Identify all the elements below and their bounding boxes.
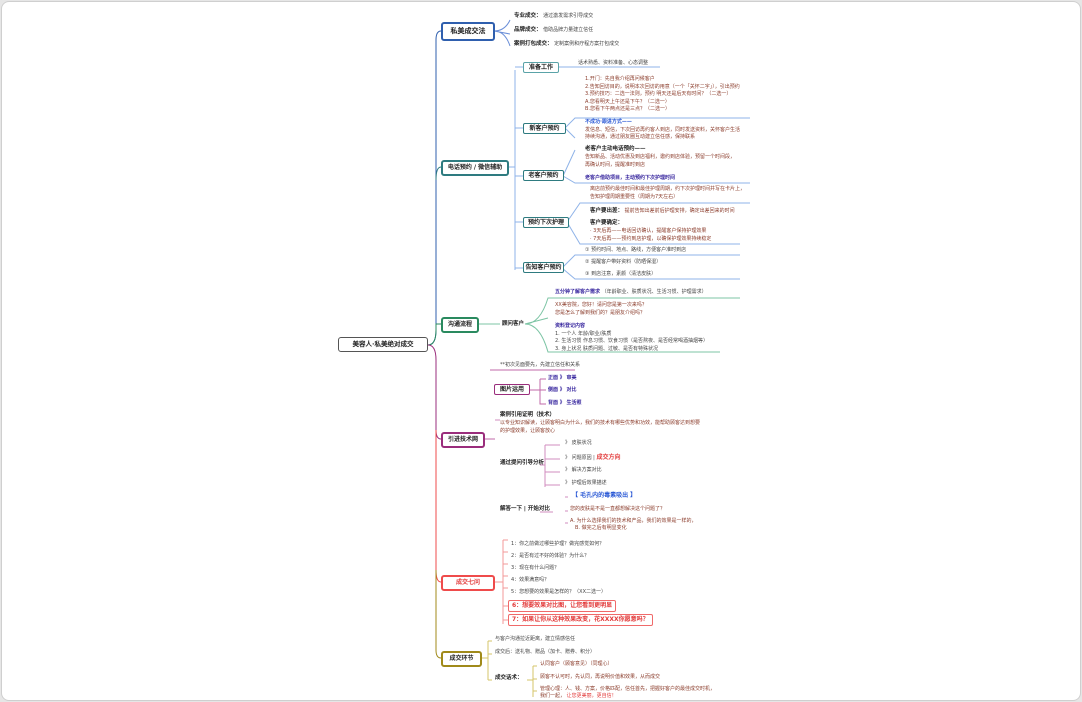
key: 五分钟了解客户需求 <box>555 289 601 295</box>
note-line: ① 预约时间、地点、路线，方便客户准时到店 <box>585 247 687 253</box>
value: （年龄职业、肤质状况、生活习惯、护理需求） <box>601 289 707 295</box>
item-value: 通过激发需求引导成交 <box>543 13 594 19</box>
value: 对比 <box>566 387 577 393</box>
node-new-customer[interactable]: 新客户预约 <box>523 123 566 134</box>
branch-communication[interactable]: 沟通流程 <box>441 317 479 333</box>
note-line: 与客户沟通拉近距离，建立情感信任 <box>495 636 576 642</box>
note-line: 发信息、短信，下次回访再约客人到店，同时发送资料，关怀客户生活 <box>585 127 741 133</box>
question-highlight: 7：如果让你从这种效果改变，花XXXX你愿意吗？ <box>508 614 653 626</box>
node-ask-analysis[interactable]: 通过提问引导分析 <box>500 460 545 466</box>
node-close-talk[interactable]: 成交话术： <box>495 675 523 681</box>
note-line: 客户要确定： <box>590 220 624 226</box>
note-line: 以专业知识解读，让顾客明白为什么，我们的技术有哪些优势和功效，能帮助顾客达到想要 <box>500 420 701 426</box>
note-line: 告知新品、活动优惠及到店福利，邀约到店体验，预留一个时间段， <box>585 154 736 160</box>
note-line: 我们一起， 让您更美丽，更自信！ <box>540 693 617 700</box>
note-line: B. 做完之后有明显变化 <box>575 525 627 531</box>
note-line: A. 为什么选择我们的技术和产品，我们的效果是一样的， <box>570 518 697 524</box>
question: 3：现在有什么问题？ <box>511 565 560 571</box>
b1-item: 案例打包成交： 定制案例和疗程方案打包成交 <box>514 41 619 48</box>
key: 正面 <box>548 375 559 381</box>
note-line: 离店前预约最佳时间和最佳护理周期，约下次护理时间并写在卡片上， <box>590 186 746 192</box>
note-line: 3.预约技巧：二选一法则，预约 明天还是后天有时间？（二选一） <box>585 91 732 97</box>
note-line: 案例引用证明（技术） <box>500 412 556 418</box>
note-line: 持续沟通，通过朋友圈互动建立信任感，保持联系 <box>585 134 696 140</box>
note-line: 您是怎么了解到我们的？是朋友介绍吗？ <box>555 310 646 316</box>
key: 侧面 <box>548 387 559 393</box>
item-key: 专业成交： <box>514 13 542 19</box>
note-line: A.您看明天上午还是下午？（二选一） <box>585 99 670 105</box>
note-line: 五分钟了解客户需求 （年龄职业、肤质状况、生活习惯、护理需求） <box>555 289 707 296</box>
note-line: 》 皮肤状况 <box>565 440 592 446</box>
note-line: 2.告知回访目的，说明本次回访的用意（一个「关怀二字」），引出预约 <box>585 84 740 90</box>
question: 5：您想要的效果是怎样的？（XX二选一） <box>511 589 607 595</box>
value: 审美 <box>566 375 577 381</box>
note-line: 顾客不认可时，先认同，再说明价值和效果，从而成交 <box>540 674 661 680</box>
note-line: · 7天后再——预约到店护理，以确保护理效果持续稳定 <box>590 236 712 242</box>
item-value: 借助品牌力量建立信任 <box>543 27 594 33</box>
pic-item: 正面 》 审美 <box>548 375 577 381</box>
note-line: 再确认时间，提醒准时到店 <box>585 162 646 168</box>
note-line: ② 提醒客户带好资料（防晒保湿） <box>585 259 662 265</box>
item-key: 案例打包成交： <box>514 41 553 47</box>
node-consult-customer[interactable]: 顾问客户 <box>502 321 525 327</box>
note-line: XX美容院，您好！请问您是第一次来吗？ <box>555 302 647 308</box>
value: 提前告知出差前后护理安排，确定出差回来的时间 <box>624 208 735 214</box>
branch-private-close[interactable]: 私美成交法 <box>441 22 495 41</box>
note-line: 认同客户（顾客意见）（同理心） <box>540 661 613 667</box>
question: 2：是否有过不好的体验？为什么？ <box>511 553 590 559</box>
value: 》 问题原因 | <box>565 455 597 461</box>
note-line: 1.开门：先自我介绍再问候客户 <box>585 76 655 82</box>
node-old-customer[interactable]: 老客户预约 <box>523 170 564 181</box>
prep-note: 话术熟悉、资料准备、心态调整 <box>578 60 649 66</box>
note-line: 管理心理：人、钱、方案，价格匹配，信任首先，把握好客户的最佳成交时机， <box>540 686 716 692</box>
key: 背面 <box>548 400 559 406</box>
branch-phone-booking[interactable]: 电话预约 / 微信辅助 <box>441 160 509 176</box>
node-preparation[interactable]: 准备工作 <box>523 62 559 73</box>
branch-seven-questions[interactable]: 成交七问 <box>441 575 495 591</box>
question-highlight: 6：想要效果对比图，让您看到更明显 <box>508 600 617 612</box>
branch-tech-net[interactable]: 引进技术网 <box>441 432 485 448</box>
value: 让您更美丽，更自信！ <box>566 693 617 699</box>
value: 生活照 <box>566 400 582 406</box>
node-next-booking[interactable]: 预约下次护理 <box>523 217 569 228</box>
item-key: 品牌成交： <box>514 27 542 33</box>
b1-item: 专业成交： 通过激发需求引导成交 <box>514 13 593 20</box>
question: 1：你之前做过哪些护理？做完感觉如何？ <box>511 541 605 547</box>
note-line: 1. 一个人 年龄/职业/肤质 <box>555 331 612 337</box>
note-line: **初次见面要先，先建立信任和关系 <box>500 362 581 368</box>
pic-item: 背面 》 生活照 <box>548 400 582 406</box>
note-line: 的护理效果，让顾客放心 <box>500 428 556 434</box>
note-line: 2. 生活习惯 作息习惯、饮食习惯（是否熬夜、是否经常喝酒抽烟等） <box>555 338 708 344</box>
note-line: 成交后：送礼物、赠品（加卡、赠券、积分） <box>495 649 596 655</box>
b1-item: 品牌成交： 借助品牌力量建立信任 <box>514 27 593 34</box>
branch-close-stage[interactable]: 成交环节 <box>441 651 482 667</box>
node-solve-compare[interactable]: 解答一下 | 开始对比 <box>500 506 550 512</box>
question: 4：效果满意吗？ <box>511 577 550 583</box>
pic-item: 侧面 》 对比 <box>548 387 577 393</box>
note-line: 告知护理周期重要性（周期为7天左右） <box>590 194 679 200</box>
note-line: 【 毛孔内的毒素吸出 】 <box>572 492 637 499</box>
node-notify-customer[interactable]: 告知客户预约 <box>523 262 564 273</box>
note-line: ③ 到店注意，素颜（清洁皮肤） <box>585 271 657 277</box>
root-node[interactable]: 美容人·私美绝对成交 <box>338 337 428 352</box>
note-line: B.您看下午两点还是三点？（二选一） <box>585 106 671 112</box>
item-value: 定制案例和疗程方案打包成交 <box>554 41 620 47</box>
old-title: 老客户主动电话预约—— <box>585 146 646 152</box>
note-line: 3. 身上状况 肤质问题、过敏、是否有特殊状况 <box>555 346 658 352</box>
fail-title: 不成功·跟进方式—— <box>585 119 632 125</box>
tag: 成交方向 <box>596 454 621 461</box>
note-line: · 3天后再——电话回访确认，提醒客户保持护理效果 <box>590 228 707 234</box>
note-line: 》 问题原因 | 成交方向 <box>565 454 620 462</box>
note-line: 您的皮肤是不是一直都想解决这个问题了？ <box>570 506 666 512</box>
note-line: 》 护理后效果描述 <box>565 480 607 486</box>
value: 我们一起， <box>540 693 566 699</box>
note-line: 》 解决方案对比 <box>565 467 602 473</box>
key: 客户要出差： <box>590 208 624 214</box>
note-line: 客户要出差： 提前告知出差前后护理安排，确定出差回来的时间 <box>590 208 735 215</box>
node-picture-use[interactable]: 图片运用 <box>494 384 530 395</box>
old-blue-note: 老客户借助项目，主动预约下次护理时间 <box>585 175 676 181</box>
note-line: 资料登记内容 <box>555 323 586 329</box>
